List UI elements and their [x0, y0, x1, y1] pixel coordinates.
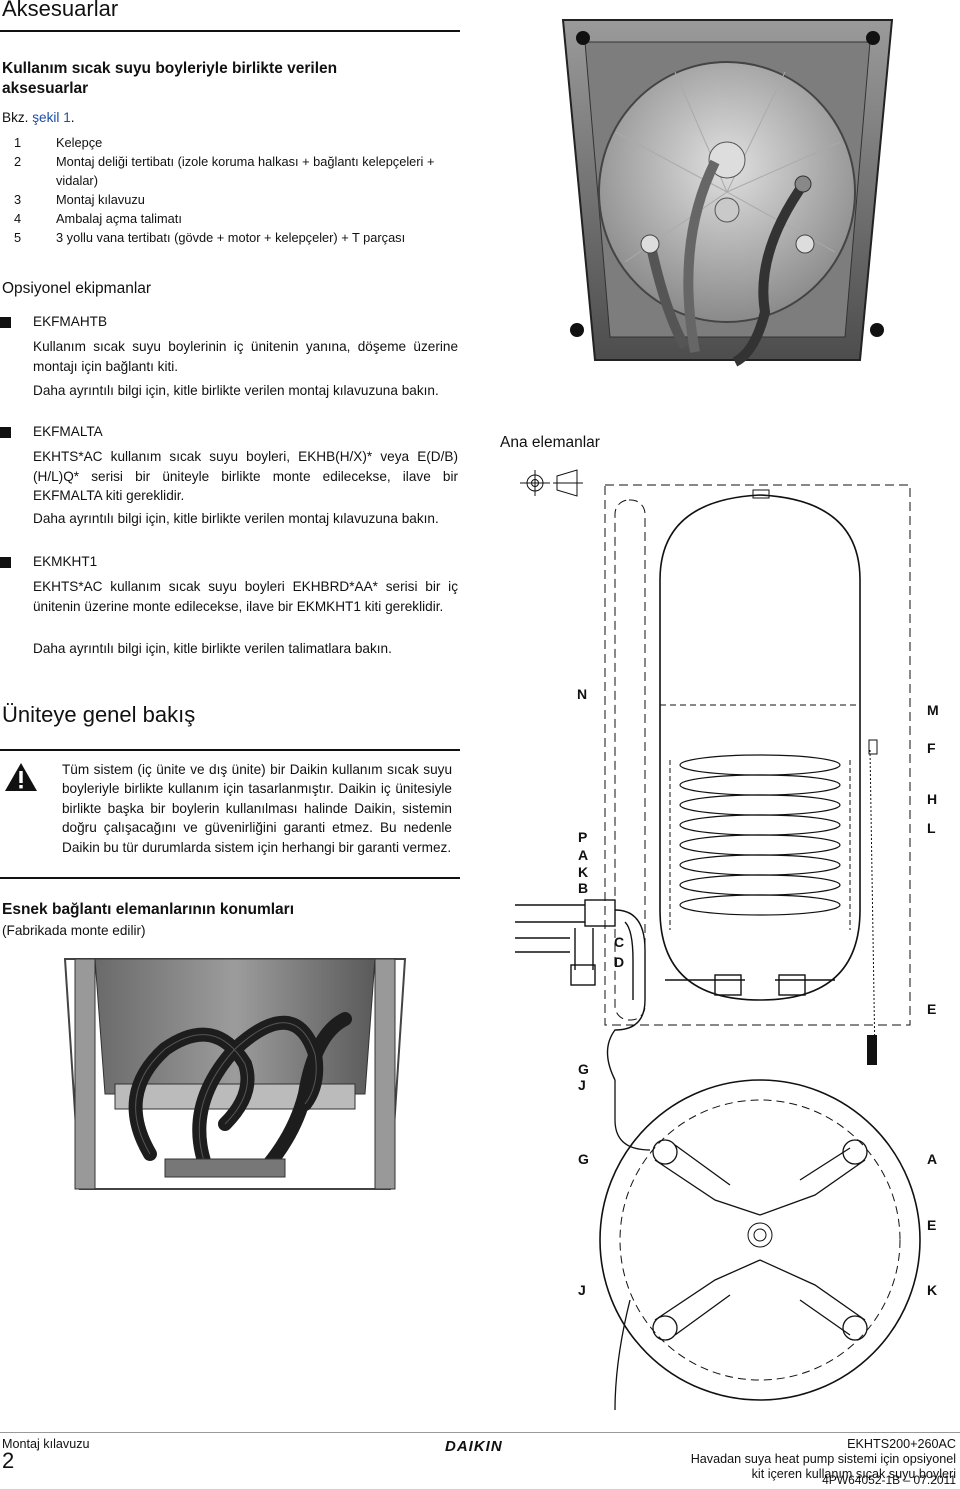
label-c: C [614, 934, 625, 950]
bullet-icon [0, 317, 11, 328]
optional-heading: Opsiyonel ekipmanlar [2, 280, 152, 297]
item-note: Daha ayrıntılı bilgi için, kitle birlikt… [33, 641, 392, 656]
footer-doc-type: Montaj kılavuzu [2, 1437, 90, 1451]
page-title: Aksesuarlar [2, 0, 119, 21]
label-a: A [578, 847, 589, 863]
warning-text: Tüm sistem (iç ünite ve dış ünite) bir D… [62, 762, 452, 855]
bullet-icon [0, 557, 11, 568]
list-item: 2 Montaj deliği tertibatı (izole koruma h… [8, 152, 458, 190]
item-description: EKHTS*AC kullanım sıcak suyu boyleri, EK… [33, 449, 458, 503]
item-number: 1 [14, 135, 22, 150]
label-l: L [927, 820, 936, 836]
bullet-icon [0, 427, 11, 438]
item-text: Kelepçe [56, 135, 103, 150]
item-code: EKMKHT1 [33, 554, 98, 569]
item-note: Daha ayrıntılı bilgi için, kitle birlikt… [33, 383, 439, 398]
flexible-hoses-illustration [63, 958, 407, 1190]
flex-connections-heading: Esnek bağlantı elemanlarının konumları [2, 901, 295, 918]
item-text: Ambalaj açma talimatı [56, 211, 182, 226]
overview-heading: Üniteye genel bakış [2, 702, 196, 727]
label-j-bottom: J [578, 1282, 586, 1298]
warning-triangle-icon [5, 763, 37, 791]
list-item: 3 Montaj kılavuzu [8, 190, 458, 209]
item-text: Montaj kılavuzu [56, 192, 145, 207]
list-item: 1 Kelepçe [8, 133, 458, 152]
item-text: Montaj deliği tertibatı (izole koruma ha… [56, 154, 435, 188]
list-item: 5 3 yollu vana tertibatı (gövde + motor +… [8, 228, 458, 247]
label-f: F [927, 740, 936, 756]
page-number: 2 [2, 1448, 15, 1473]
footer-rule [0, 1432, 960, 1433]
label-k: K [578, 864, 589, 880]
label-a-bottom: A [927, 1151, 938, 1167]
ref-suffix: . [70, 110, 75, 125]
item-number: 4 [14, 211, 22, 226]
label-k-bottom: K [927, 1282, 938, 1298]
label-h: H [927, 791, 938, 807]
title-rule [0, 30, 460, 32]
item-number: 5 [14, 230, 22, 245]
footer-description-1: Havadan suya heat pump sistemi için opsi… [690, 1452, 956, 1466]
footer-model: EKHTS200+260AC [847, 1437, 956, 1451]
item-text: 3 yollu vana tertibatı (gövde + motor + … [56, 230, 406, 245]
label-p: P [578, 829, 588, 845]
label-m: M [927, 702, 939, 718]
footer-description-2: kit içeren kullanım sıcak suyu boyleri [751, 1467, 956, 1481]
warning-bottom-rule [0, 877, 460, 879]
warning-top-rule [0, 749, 460, 751]
boiler-top-view-illustration [561, 19, 894, 367]
label-d: D [614, 954, 625, 970]
components-heading: Ana elemanlar [500, 434, 600, 451]
figure-1-link[interactable]: şekil 1 [32, 110, 71, 125]
item-code: EKFMAHTB [33, 314, 108, 329]
accessories-heading: Kullanım sıcak suyu boyleriyle birlikte … [2, 60, 338, 97]
item-description: Kullanım sıcak suyu boylerinin iç üniten… [33, 339, 458, 374]
accessory-list: 1 Kelepçe 2 Montaj deliği tertibatı (izole… [8, 133, 458, 247]
flex-connections-subheading: (Fabrikada monte edilir) [2, 923, 146, 938]
item-number: 2 [14, 154, 22, 169]
label-b: B [578, 880, 589, 896]
daikin-logo: DAIKIN [445, 1438, 503, 1455]
boiler-components-diagram [515, 469, 921, 1410]
list-item: 4 Ambalaj açma talimatı [8, 209, 458, 228]
figure-reference: Bkz. şekil 1. [2, 108, 75, 127]
item-number: 3 [14, 192, 22, 207]
item-description: EKHTS*AC kullanım sıcak suyu boyleri EKH… [33, 579, 458, 614]
label-n: N [577, 686, 588, 702]
label-g-bottom: G [578, 1151, 589, 1167]
label-e-bottom: E [927, 1217, 937, 1233]
footer-doc-code: 4PW64052-1B – 07.2011 [822, 1473, 956, 1487]
item-code: EKFMALTA [33, 424, 103, 439]
item-note: Daha ayrıntılı bilgi için, kitle birlikt… [33, 511, 439, 526]
ref-prefix: Bkz. [2, 110, 29, 125]
label-g: G [578, 1061, 589, 1077]
label-j: J [578, 1077, 586, 1093]
label-e: E [927, 1001, 937, 1017]
